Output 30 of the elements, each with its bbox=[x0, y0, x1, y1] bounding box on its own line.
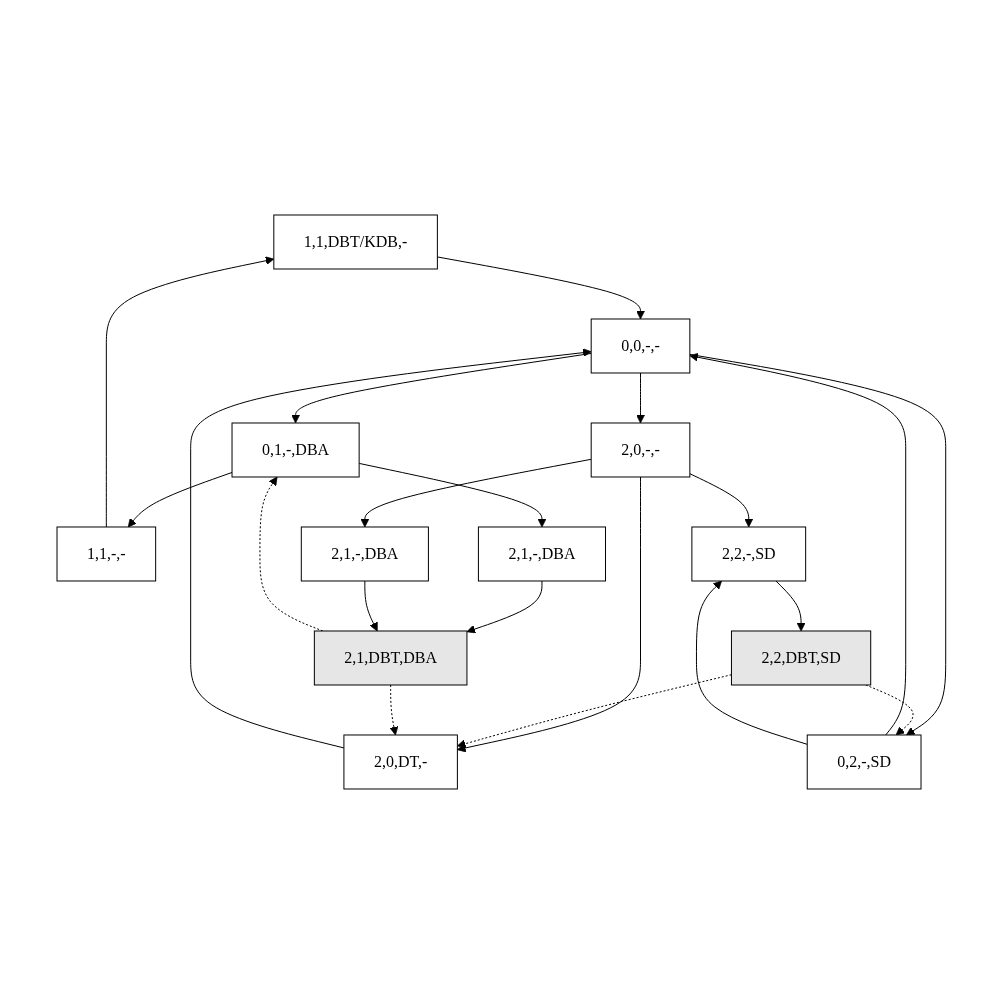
node-box: 2,2,-,SD bbox=[691, 526, 806, 581]
arrow bbox=[635, 372, 645, 423]
arrow bbox=[456, 476, 641, 752]
node-box: 1,1,DBT/KDB,- bbox=[272, 214, 438, 269]
arrow bbox=[127, 471, 233, 527]
arrow bbox=[695, 580, 808, 745]
node-box: 2,2,DBT,SD bbox=[730, 630, 871, 685]
node-box: 1,1,-,- bbox=[56, 526, 156, 581]
arrow bbox=[358, 462, 546, 527]
arrow bbox=[290, 352, 592, 423]
node-box: 0,2,-,SD bbox=[806, 734, 922, 789]
node-box: 2,1,-,DBA bbox=[300, 526, 429, 581]
arrow bbox=[689, 472, 753, 527]
node-box: 2,0,-,- bbox=[590, 422, 690, 477]
arrow bbox=[775, 580, 806, 631]
arrow bbox=[364, 580, 378, 631]
arrow bbox=[360, 458, 592, 527]
arrow bbox=[689, 352, 906, 735]
node-box: 2,1,-,DBA bbox=[477, 526, 606, 581]
node-box: 2,0,DT,- bbox=[343, 734, 458, 789]
arrow bbox=[189, 347, 592, 748]
arrow bbox=[466, 580, 543, 633]
arrow bbox=[105, 255, 274, 527]
arrow bbox=[689, 353, 946, 735]
node-box: 2,1,DBT,DBA bbox=[313, 630, 468, 685]
arrow bbox=[389, 684, 398, 735]
arrow bbox=[456, 673, 732, 748]
node-box: 0,1,-,DBA bbox=[231, 422, 360, 477]
arrow bbox=[436, 255, 645, 319]
node-box: 0,0,-,- bbox=[590, 318, 690, 373]
